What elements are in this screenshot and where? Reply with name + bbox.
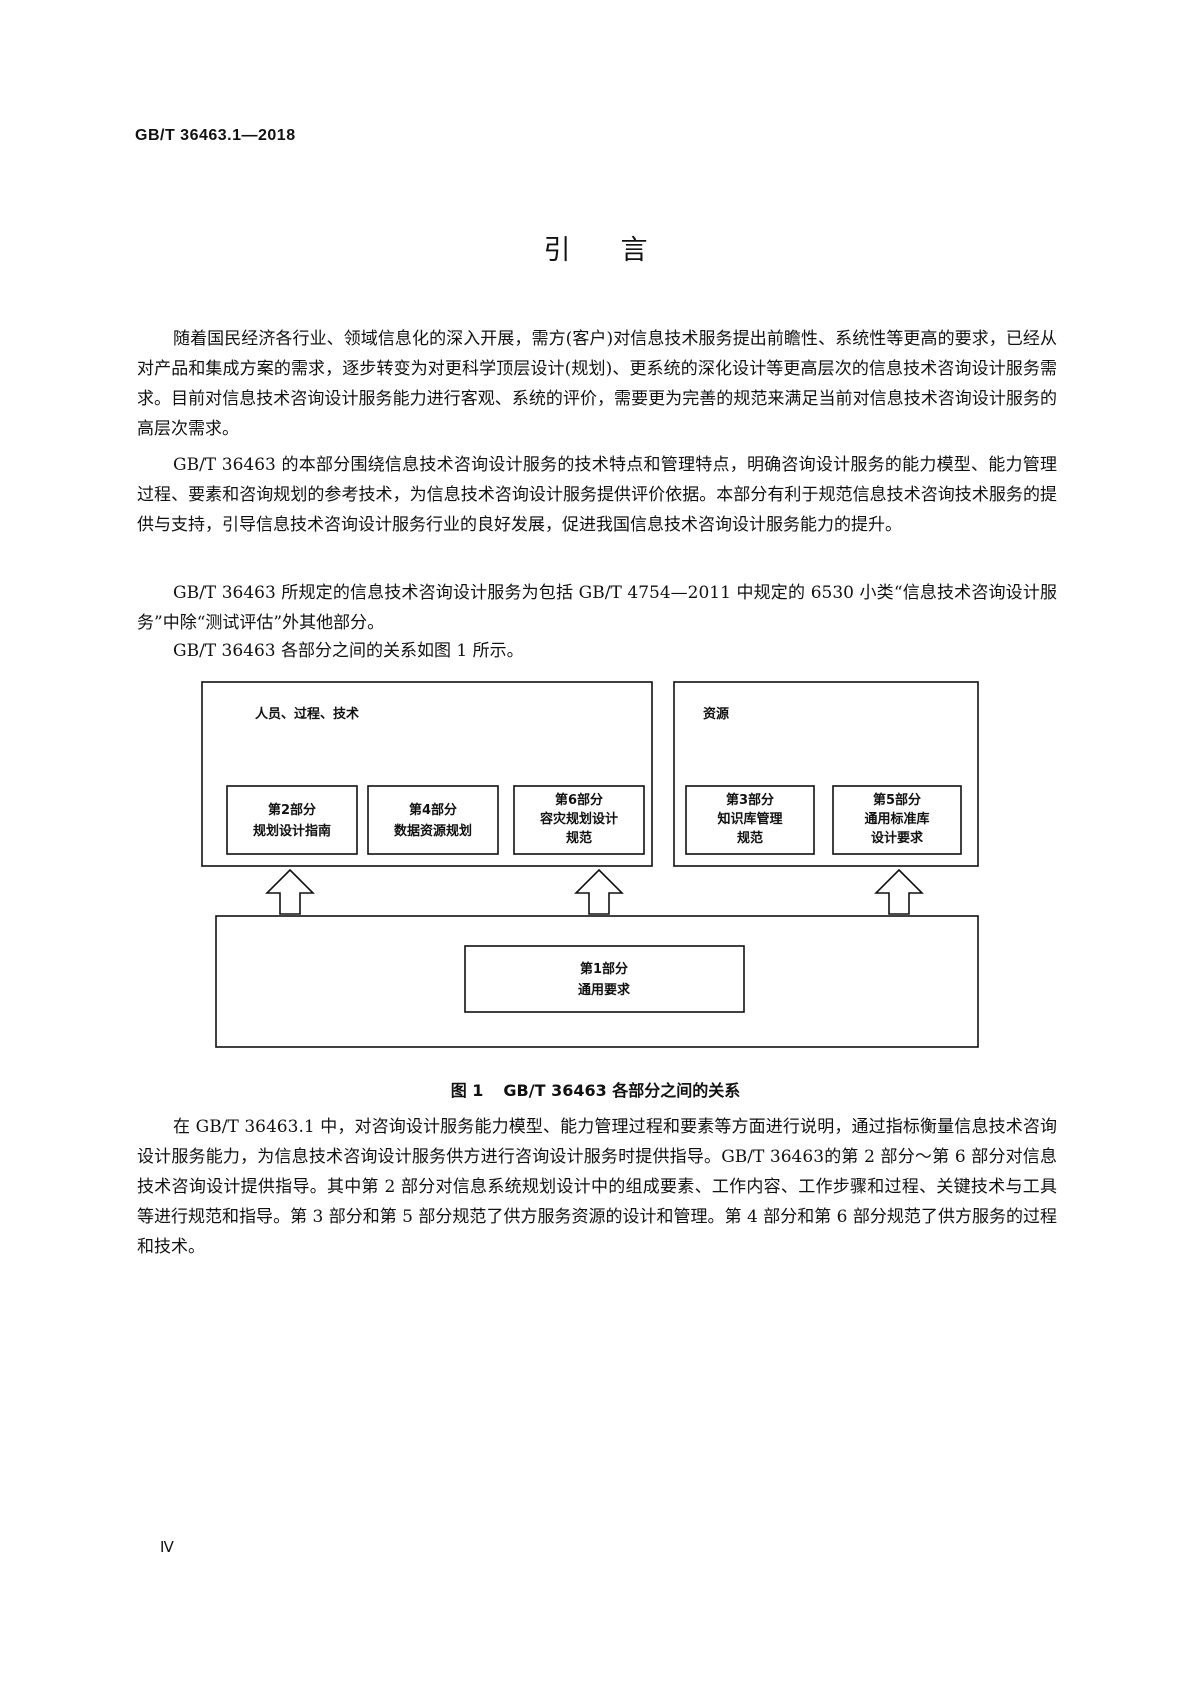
foundation-box xyxy=(215,915,979,1048)
part1-line1: 第1部分 xyxy=(580,961,628,977)
figure-title: GB/T 36463 各部分之间的关系 xyxy=(503,1081,741,1100)
part6-line3: 规范 xyxy=(566,830,592,846)
part4-line2: 数据资源规划 xyxy=(394,823,472,839)
figure-caption: 图 1 GB/T 36463 各部分之间的关系 xyxy=(0,1077,1191,1101)
part5-line1: 第5部分 xyxy=(873,792,921,808)
part2-line2: 规划设计指南 xyxy=(253,823,331,839)
arrow-up-right xyxy=(874,868,924,915)
part1-line2: 通用要求 xyxy=(578,982,631,998)
part1-box xyxy=(464,945,745,1013)
part5-line2: 通用标准库 xyxy=(864,811,929,827)
section-heading: 引言 xyxy=(543,235,698,266)
part3-line2: 知识库管理 xyxy=(717,811,782,827)
arrow-up-left xyxy=(265,868,315,915)
paragraph-2: GB/T 36463 的本部分围绕信息技术咨询设计服务的技术特点和管理特点，明确… xyxy=(137,455,1057,535)
part3-line3: 规范 xyxy=(737,830,763,846)
group-right-box xyxy=(673,681,979,867)
paragraph-3: GB/T 36463 所规定的信息技术咨询设计服务为包括 GB/T 4754—2… xyxy=(137,583,1057,633)
part6-line2: 容灾规划设计 xyxy=(539,811,618,827)
group-left-label: 人员、过程、技术 xyxy=(255,706,359,722)
document-code: GB/T 36463.1—2018 xyxy=(135,127,296,144)
part4-line1: 第4部分 xyxy=(409,802,457,818)
figure-number: 图 1 xyxy=(450,1081,484,1100)
arrow-up-middle xyxy=(574,868,624,915)
group-left-box xyxy=(201,681,653,867)
part4-box xyxy=(367,785,499,855)
part6-line1: 第6部分 xyxy=(555,792,603,808)
paragraph-4: GB/T 36463 各部分之间的关系如图 1 所示。 xyxy=(173,641,524,661)
part5-box xyxy=(832,785,962,855)
part2-line1: 第2部分 xyxy=(268,802,316,818)
part2-box xyxy=(226,785,358,855)
part3-box xyxy=(685,785,815,855)
part6-box xyxy=(513,785,645,855)
page-number: Ⅳ xyxy=(160,1540,174,1556)
part5-line3: 设计要求 xyxy=(871,830,924,846)
paragraph-5: 在 GB/T 36463.1 中，对咨询设计服务能力模型、能力管理过程和要素等方… xyxy=(137,1117,1057,1257)
part3-line1: 第3部分 xyxy=(726,792,774,808)
group-right-label: 资源 xyxy=(703,706,729,722)
paragraph-1: 随着国民经济各行业、领域信息化的深入开展，需方(客户)对信息技术服务提出前瞻性、… xyxy=(137,329,1057,439)
